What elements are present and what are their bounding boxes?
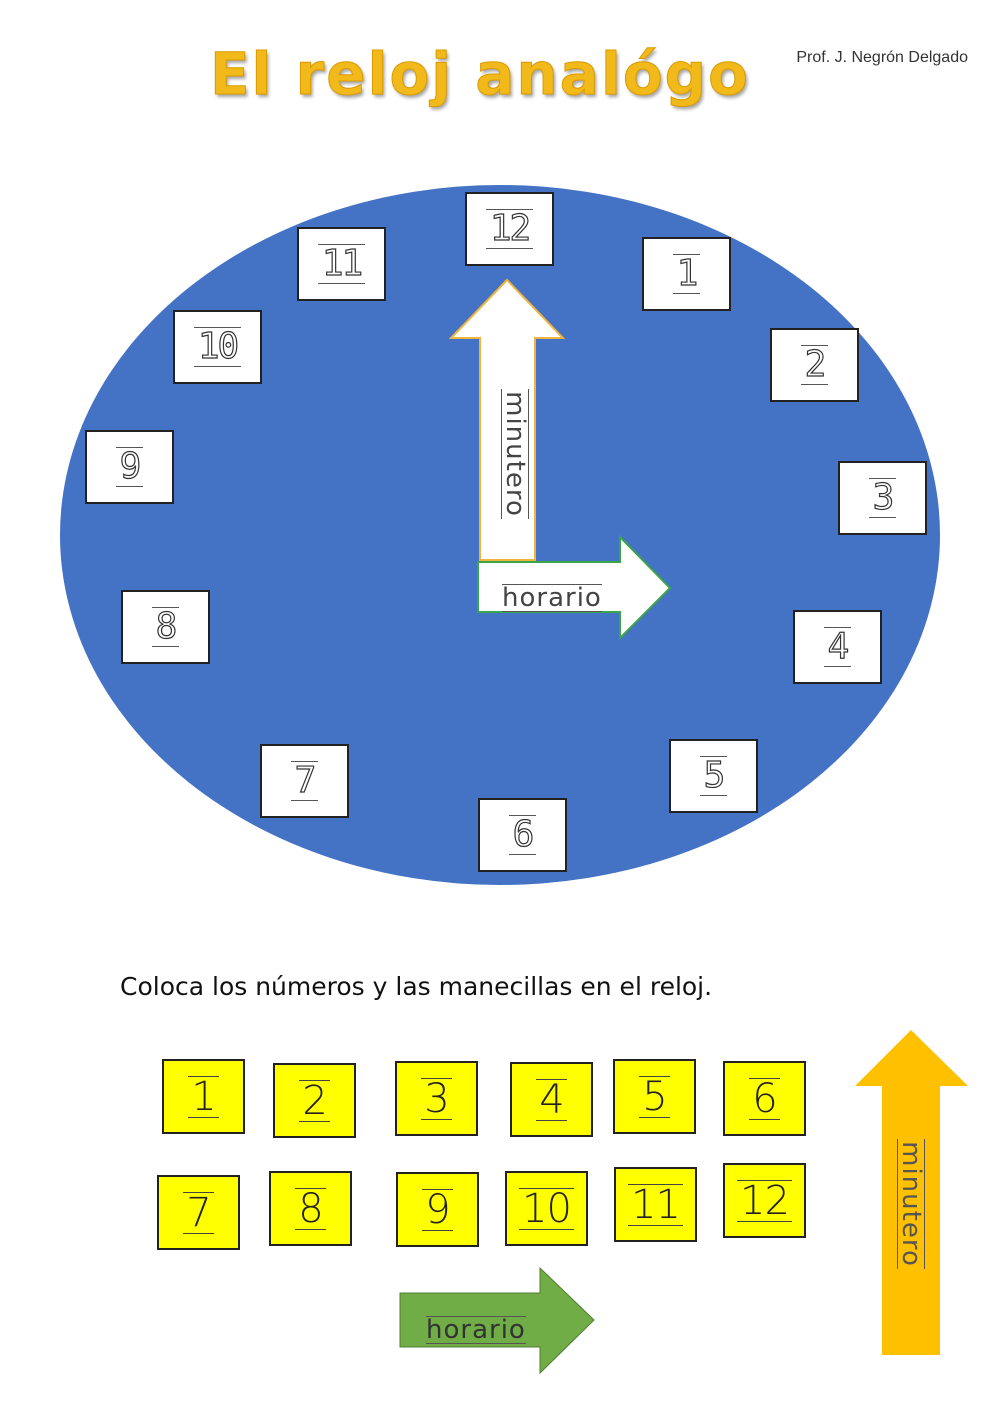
- number-tile-label: 7: [183, 1191, 214, 1234]
- clock-number-card[interactable]: 7: [260, 744, 349, 818]
- number-tile-label: 9: [422, 1188, 453, 1231]
- number-tile[interactable]: 6: [723, 1061, 806, 1136]
- number-tile-label: 12: [737, 1179, 792, 1222]
- clock-number-label: 6: [508, 815, 537, 855]
- piece-minute-hand-label: minutero: [896, 1139, 926, 1269]
- number-tile[interactable]: 11: [614, 1167, 697, 1242]
- clock-number-card[interactable]: 5: [669, 739, 758, 813]
- number-tile[interactable]: 8: [269, 1171, 352, 1246]
- clock-number-card[interactable]: 12: [465, 192, 554, 266]
- clock-number-card[interactable]: 9: [85, 430, 174, 504]
- page-title: El reloj analógo: [209, 40, 751, 109]
- number-tile-label: 8: [295, 1187, 326, 1230]
- number-tile-label: 4: [536, 1078, 567, 1121]
- clock-number-label: 12: [485, 209, 534, 249]
- clock-number-label: 8: [151, 607, 180, 647]
- clock-number-card[interactable]: 4: [793, 610, 882, 684]
- clock-number-card[interactable]: 8: [121, 590, 210, 664]
- number-tile-label: 3: [421, 1077, 452, 1120]
- clock-number-card[interactable]: 2: [770, 328, 859, 402]
- number-tile[interactable]: 10: [505, 1171, 588, 1246]
- number-tile-label: 5: [639, 1075, 670, 1118]
- clock-number-label: 9: [115, 447, 144, 487]
- clock-number-label: 5: [699, 756, 728, 796]
- number-tile[interactable]: 5: [613, 1059, 696, 1134]
- number-tile-label: 2: [299, 1079, 330, 1122]
- clock-number-label: 4: [823, 627, 852, 667]
- instruction-text: Coloca los números y las manecillas en e…: [120, 972, 713, 1001]
- number-tile-label: 1: [188, 1075, 219, 1118]
- clock-number-label: 10: [193, 327, 242, 367]
- clock-number-label: 11: [317, 244, 366, 284]
- number-tile-label: 11: [628, 1183, 683, 1226]
- number-tile[interactable]: 1: [162, 1059, 245, 1134]
- clock-hour-hand[interactable]: [477, 534, 672, 641]
- number-tile[interactable]: 2: [273, 1063, 356, 1138]
- clock-number-card[interactable]: 3: [838, 461, 927, 535]
- number-tile[interactable]: 12: [723, 1163, 806, 1238]
- clock-hour-hand-label: horario: [502, 583, 602, 613]
- clock-number-label: 2: [800, 345, 829, 385]
- clock-number-label: 3: [868, 478, 897, 518]
- clock-number-card[interactable]: 6: [478, 798, 567, 872]
- clock-number-label: 7: [290, 761, 319, 801]
- clock-number-card[interactable]: 1: [642, 237, 731, 311]
- clock-number-card[interactable]: 10: [173, 310, 262, 384]
- clock-minute-hand-label: minutero: [500, 389, 530, 519]
- piece-minute-hand[interactable]: [855, 1030, 968, 1355]
- number-tile-label: 6: [749, 1077, 780, 1120]
- piece-hour-hand-label: horario: [426, 1315, 526, 1345]
- number-tile[interactable]: 7: [157, 1175, 240, 1250]
- piece-hour-hand[interactable]: [399, 1266, 595, 1375]
- number-tile-label: 10: [519, 1187, 574, 1230]
- number-tile[interactable]: 4: [510, 1062, 593, 1137]
- clock-minute-hand[interactable]: [448, 278, 566, 561]
- number-tile[interactable]: 3: [395, 1061, 478, 1136]
- clock-number-label: 1: [672, 254, 701, 294]
- author-credit: Prof. J. Negrón Delgado: [796, 49, 968, 66]
- clock-number-card[interactable]: 11: [297, 227, 386, 301]
- number-tile[interactable]: 9: [396, 1172, 479, 1247]
